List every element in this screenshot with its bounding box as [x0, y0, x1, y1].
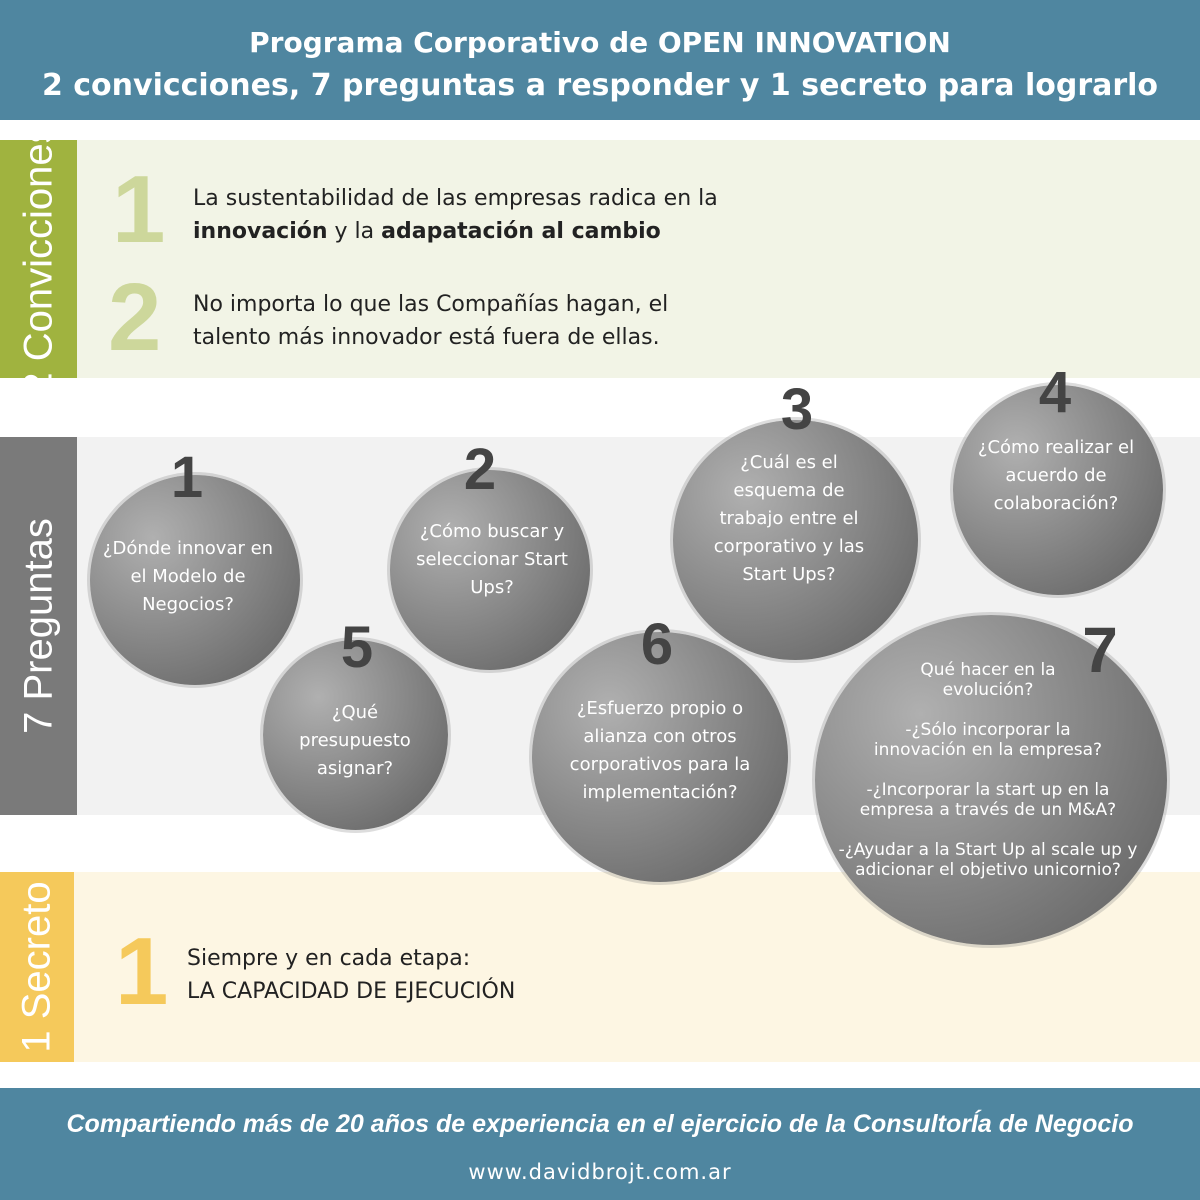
conviction-1-line1: La sustentabilidad de las empresas radic…: [193, 186, 718, 211]
conviction-2-line1: No importa lo que las Compañías hagan, e…: [193, 292, 669, 317]
convicciones-label: 2 Convicciones: [16, 123, 60, 395]
question-7-option-2: -¿Incorporar la start up en la empresa a…: [859, 780, 1117, 820]
question-text-7: Qué hacer en la evolución? -¿Sólo incorp…: [828, 660, 1148, 880]
secret-number: 1: [115, 918, 169, 1025]
bold-adaptacion: adapatación al cambio: [381, 219, 661, 244]
question-number-3: 3: [780, 377, 814, 442]
secreto-section: 1 Secreto 1 Siempre y en cada etapa: LA …: [0, 872, 1200, 1062]
question-number-2: 2: [463, 437, 497, 502]
question-circle-3: [673, 420, 918, 660]
conviction-2-text: No importa lo que las Compañías hagan, e…: [193, 288, 668, 354]
question-circle-2: [390, 470, 590, 670]
bold-innovacion: innovación: [193, 219, 328, 244]
question-circle-4: [953, 385, 1163, 595]
question-number-1: 1: [170, 445, 204, 510]
question-number-4: 4: [1038, 360, 1072, 425]
question-circle-7: [815, 615, 1167, 945]
question-7-option-1: -¿Sólo incorporar la innovación en la em…: [873, 720, 1103, 760]
question-text-1: ¿Dónde innovar en el Modelo de Negocios?: [102, 538, 274, 615]
header-subtitle: 2 convicciones, 7 preguntas a responder …: [41, 68, 1159, 103]
question-number-6: 6: [640, 612, 674, 677]
question-circle-6: [532, 632, 788, 882]
preguntas-label: 7 Preguntas: [16, 518, 60, 734]
question-circle-5: [263, 640, 448, 830]
footer-url[interactable]: www.davidbrojt.com.ar: [468, 1160, 732, 1184]
convicciones-section: 2 Convicciones 1 La sustentabilidad de l…: [0, 123, 1200, 395]
conviction-1-line2: innovación y la adapatación al cambio: [193, 215, 718, 248]
question-7-intro: Qué hacer en la evolución?: [920, 660, 1056, 700]
question-number-7: 7: [1082, 614, 1118, 686]
question-number-5: 5: [340, 615, 374, 680]
conviction-1-text: La sustentabilidad de las empresas radic…: [193, 182, 718, 248]
conviction-connector: y la: [327, 219, 382, 244]
question-circle-1: [90, 475, 300, 685]
preguntas-sidebar: 7 Preguntas: [0, 437, 77, 815]
header-title: Programa Corporativo de OPEN INNOVATION: [249, 26, 951, 59]
secret-text: Siempre y en cada etapa: LA CAPACIDAD DE…: [187, 942, 515, 1008]
convicciones-sidebar: 2 Convicciones: [0, 123, 77, 395]
conviction-number-2: 2: [108, 264, 162, 371]
secreto-sidebar: 1 Secreto: [0, 872, 74, 1062]
conviction-2-line2: talento más innovador está fuera de ella…: [193, 325, 660, 350]
question-text-5: ¿Qué presupuesto asignar?: [299, 702, 411, 779]
footer-tagline: Compartiendo más de 20 años de experienc…: [66, 1110, 1134, 1138]
question-text-3: ¿Cuál es el esquema de trabajo entre el …: [713, 452, 865, 585]
question-text-2: ¿Cómo buscar y seleccionar Start Ups?: [416, 521, 568, 598]
secret-line1: Siempre y en cada etapa:: [187, 946, 471, 971]
header-banner: Programa Corporativo de OPEN INNOVATION …: [0, 0, 1200, 120]
conviction-number-1: 1: [112, 156, 166, 263]
footer-banner: Compartiendo más de 20 años de experienc…: [0, 1088, 1200, 1200]
question-7-option-3: -¿Ayudar a la Start Up al scale up y adi…: [838, 840, 1138, 880]
question-text-4: ¿Cómo realizar el acuerdo de colaboració…: [977, 437, 1135, 514]
secret-line2: LA CAPACIDAD DE EJECUCIÓN: [187, 979, 516, 1004]
secreto-label: 1 Secreto: [14, 881, 59, 1053]
question-text-6: ¿Esfuerzo propio o alianza con otros cor…: [569, 698, 751, 803]
